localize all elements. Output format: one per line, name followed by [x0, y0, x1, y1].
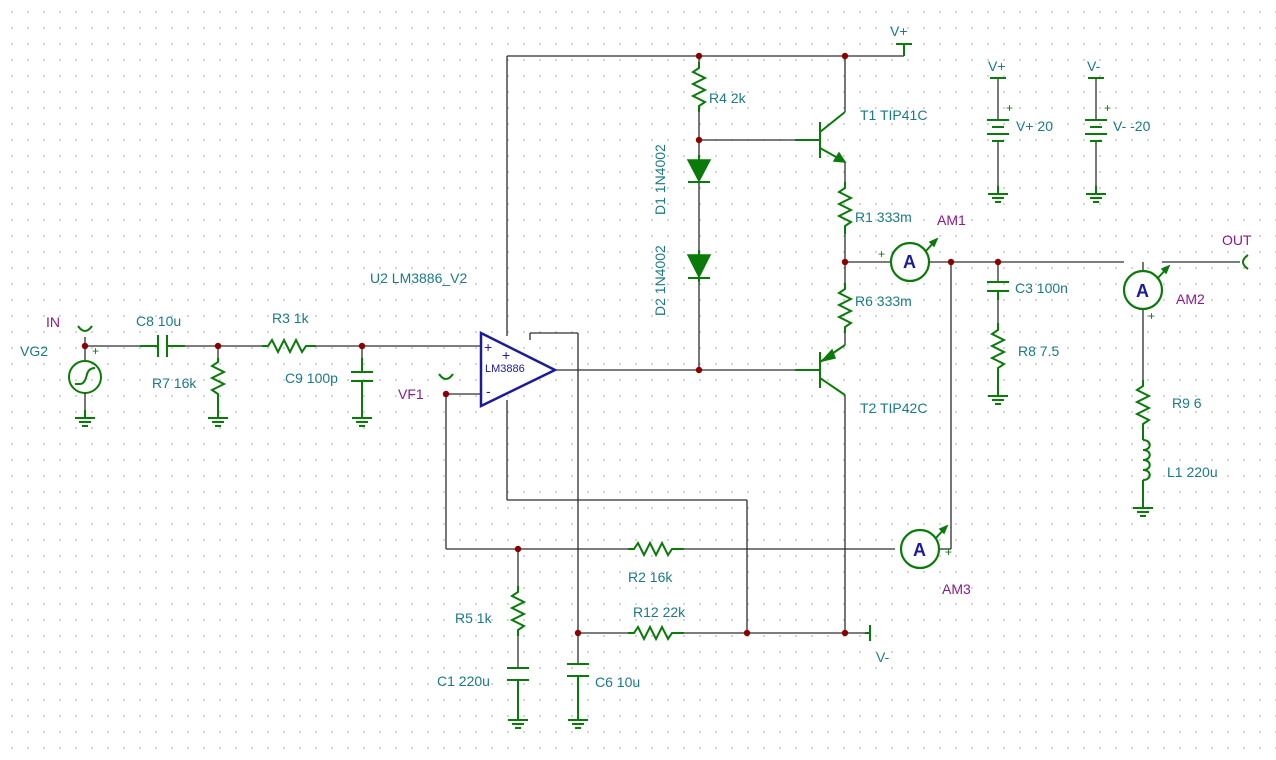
label-r9: R9 6: [1172, 395, 1202, 411]
vf1-probe-icon: [438, 373, 454, 380]
resistor-r9: [1134, 380, 1152, 440]
wires: [84, 55, 1240, 668]
svg-text:+: +: [1104, 101, 1111, 115]
label-c9: C9 100p: [285, 370, 338, 386]
label-r3: R3 1k: [272, 310, 310, 326]
ground-icon: [507, 711, 529, 729]
label-vplus-source: V+ 20: [1016, 118, 1053, 134]
input-probe-icon: [77, 325, 93, 332]
resistor-r12: [628, 624, 684, 642]
capacitor-c6: [567, 663, 589, 729]
ground-icon: [1132, 499, 1154, 517]
resistor-r2: [628, 540, 684, 558]
label-d2: D2 1N4002: [652, 245, 668, 316]
inductor-l1: [1132, 439, 1154, 517]
ground-icon: [1085, 185, 1107, 203]
battery-vplus: +: [987, 77, 1013, 203]
transistor-t1: [795, 111, 847, 163]
opamp-supply-plus: +: [502, 347, 510, 363]
ammeter-am1: A +: [878, 237, 939, 283]
label-r6: R6 333m: [855, 293, 912, 309]
label-r12: R12 22k: [633, 604, 686, 620]
label-r4: R4 2k: [709, 90, 747, 106]
diode-icon: [686, 254, 712, 279]
label-r5: R5 1k: [455, 610, 493, 626]
diode-d1: [686, 155, 712, 183]
signal-generator-icon: [68, 360, 102, 394]
resistor-r6: [836, 283, 854, 333]
ground-icon: [987, 387, 1009, 405]
svg-text:+: +: [1006, 101, 1013, 115]
resistor-r5: [509, 586, 527, 636]
opamp-u2: + - + LM3886: [479, 330, 558, 408]
label-vf1: VF1: [398, 386, 424, 402]
label-vminus-source-top: V-: [1087, 58, 1101, 74]
ground-icon: [74, 409, 96, 427]
resistor-r7: [207, 358, 229, 427]
label-out: OUT: [1222, 232, 1252, 248]
transistor-t2: [795, 344, 846, 396]
label-vplus-rail: V+: [890, 23, 908, 39]
label-r1: R1 333m: [855, 209, 912, 225]
resistor-r4: [690, 62, 708, 112]
capacitor-c3: [987, 281, 1009, 300]
label-vminus-rail: V-: [876, 649, 890, 665]
opamp-part-name: LM3886: [485, 363, 525, 375]
resistor-r1: [836, 182, 854, 234]
label-r7: R7 16k: [152, 375, 197, 391]
polarity-plus: +: [92, 344, 99, 358]
svg-text:A: A: [903, 252, 916, 272]
ground-icon: [987, 185, 1009, 203]
resistor-r3: [262, 337, 316, 355]
svg-text:A: A: [1136, 281, 1149, 301]
label-in: IN: [46, 314, 60, 330]
svg-text:+: +: [945, 545, 952, 559]
capacitor-c1: [507, 667, 529, 729]
capacitor-c9: [351, 358, 373, 427]
ammeter-icon: [899, 528, 941, 570]
ammeter-am2: A +: [1122, 264, 1171, 323]
label-c8: C8 10u: [136, 313, 181, 329]
diode-icon: [686, 159, 712, 183]
ground-icon: [207, 409, 229, 427]
ammeter-icon: [1122, 269, 1164, 311]
battery-vminus: +: [1085, 77, 1111, 203]
svg-text:A: A: [913, 540, 926, 560]
opamp-plus: +: [484, 339, 492, 355]
label-t1: T1 TIP41C: [860, 107, 927, 123]
label-vminus-source: V- -20: [1113, 118, 1151, 134]
svg-text:+: +: [878, 247, 885, 261]
ammeter-icon: [889, 241, 931, 283]
resistor-r8: [987, 323, 1009, 405]
capacitor-c8: [140, 335, 185, 357]
label-c3: C3 100n: [1015, 280, 1068, 296]
ammeter-am3: A +: [899, 524, 952, 570]
label-u2: U2 LM3886_V2: [370, 270, 468, 286]
output-probe-icon: [1242, 254, 1249, 270]
label-vplus-source-top: V+: [988, 58, 1006, 74]
svg-text:+: +: [1148, 309, 1155, 323]
junctions: [81, 52, 1002, 637]
rail-vminus: [865, 625, 871, 641]
label-t2: T2 TIP42C: [860, 400, 927, 416]
label-am1: AM1: [937, 212, 966, 228]
label-vg2: VG2: [20, 343, 48, 359]
label-c6: C6 10u: [595, 674, 640, 690]
diode-d2: [686, 250, 712, 282]
label-am3: AM3: [942, 581, 971, 597]
label-d1: D1 1N4002: [652, 144, 668, 215]
rail-vplus: [896, 43, 912, 56]
label-l1: L1 220u: [1167, 464, 1218, 480]
label-r8: R8 7.5: [1018, 343, 1059, 359]
label-r2: R2 16k: [628, 569, 673, 585]
signal-generator-vg2: +: [68, 325, 102, 427]
label-am2: AM2: [1176, 291, 1205, 307]
opamp-minus: -: [486, 383, 491, 399]
ground-icon: [351, 409, 373, 427]
label-c1: C1 220u: [437, 673, 490, 689]
ground-icon: [567, 711, 589, 729]
